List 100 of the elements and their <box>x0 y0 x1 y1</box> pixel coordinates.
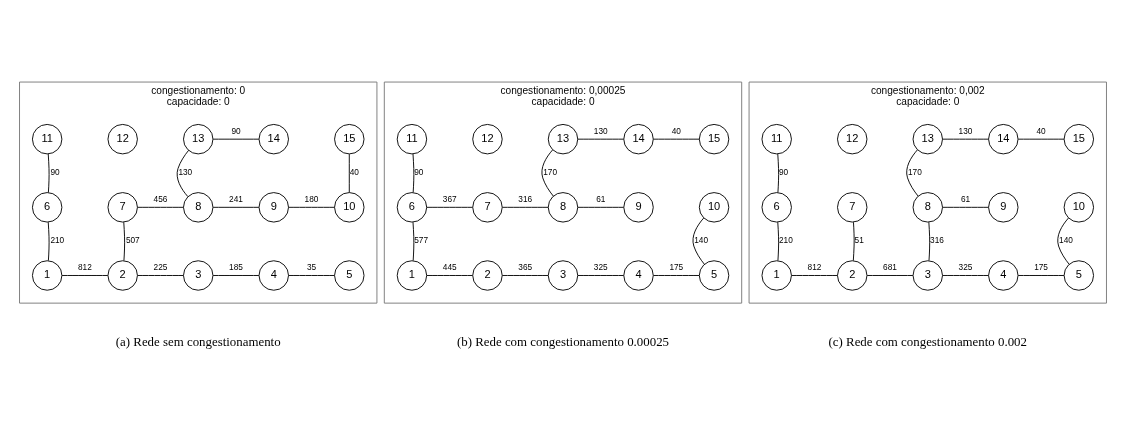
edge-label: 185 <box>229 261 243 272</box>
edge-label: 367 <box>442 193 457 204</box>
connector <box>541 148 554 197</box>
connector <box>942 274 989 276</box>
node-circle: 12 <box>107 123 138 154</box>
node-circle: 7 <box>472 191 503 223</box>
node-circle: 12 <box>837 123 868 154</box>
node-circle: 13 <box>183 123 214 154</box>
connector <box>942 138 989 140</box>
edge-label: 456 <box>153 193 168 204</box>
edge-label: 130 <box>593 125 608 136</box>
label: (c) Rede com congestionamento 0.002 <box>828 334 1027 349</box>
connector <box>288 274 335 276</box>
node-circle: 5 <box>698 259 730 291</box>
connector <box>137 206 184 208</box>
edge-label: 170 <box>907 166 922 177</box>
edge-label: 40 <box>349 166 359 177</box>
node-circle: 1 <box>31 259 63 291</box>
edge-label: 180 <box>304 193 319 204</box>
node-circle: 1 <box>396 259 428 291</box>
edge-label: 316 <box>930 234 944 245</box>
connector <box>47 153 50 193</box>
node-circle: 10 <box>334 191 365 223</box>
connector <box>426 274 474 276</box>
node-circle: 15 <box>334 123 365 154</box>
node-circle: 8 <box>912 191 943 223</box>
edge-label: 35 <box>306 261 317 272</box>
connector <box>61 274 109 276</box>
edge-label: 812 <box>78 261 92 272</box>
node-circle: 2 <box>837 259 868 291</box>
connector <box>412 221 415 261</box>
edge-label: 130 <box>958 125 973 136</box>
edge-label: 681 <box>883 261 897 272</box>
edge-label: 175 <box>669 261 684 272</box>
connector <box>288 206 335 208</box>
node-circle: 9 <box>258 191 289 223</box>
edge-label: 40 <box>671 125 681 136</box>
edge-label: 61 <box>960 193 971 204</box>
node-circle: 6 <box>396 191 428 223</box>
edge-label: 365 <box>518 261 533 272</box>
edge-label: 445 <box>442 261 457 272</box>
edge-label: 225 <box>153 261 168 272</box>
connector <box>123 221 126 261</box>
connector <box>1057 217 1070 265</box>
connector <box>577 274 625 276</box>
edge-label: 90 <box>414 166 424 177</box>
node-circle: 6 <box>31 191 63 223</box>
edge-label: 40 <box>1036 125 1046 136</box>
node-circle: 3 <box>183 259 214 291</box>
edge-label: 325 <box>593 261 608 272</box>
edge-label: 170 <box>543 166 558 177</box>
node-circle: 14 <box>258 123 289 154</box>
node-circle: 14 <box>988 123 1019 154</box>
node-circle: 11 <box>31 123 63 154</box>
label: (b) Rede com congestionamento 0.00025 <box>456 334 670 349</box>
connector <box>577 206 625 208</box>
node-circle: 5 <box>1063 259 1095 291</box>
node-circle: 11 <box>396 123 428 154</box>
node-circle: 3 <box>547 259 579 291</box>
edge-label: 241 <box>229 193 243 204</box>
edge-label: 210 <box>50 234 65 245</box>
connector <box>692 217 705 265</box>
edge-label: 210 <box>779 234 793 245</box>
connector <box>653 274 700 276</box>
connector <box>577 138 625 140</box>
node-circle: 9 <box>988 191 1019 223</box>
connector <box>866 274 914 276</box>
connector <box>852 221 855 261</box>
connector <box>777 221 780 261</box>
edge-label: 90 <box>779 166 789 177</box>
edge-label: 316 <box>518 193 533 204</box>
label: (a) Rede sem congestionamento <box>115 334 281 349</box>
edge-label: 577 <box>414 234 429 245</box>
node-circle: 7 <box>837 191 868 223</box>
connector <box>928 221 931 261</box>
node-circle: 13 <box>547 123 579 154</box>
connector <box>501 206 549 208</box>
connector <box>791 274 838 276</box>
edge-label: 61 <box>596 193 606 204</box>
edge-label: 175 <box>1034 261 1048 272</box>
node-circle: 12 <box>472 123 503 154</box>
connector <box>212 274 260 276</box>
node-circle: 13 <box>912 123 943 154</box>
node-circle: 4 <box>988 259 1019 291</box>
connector <box>426 206 474 208</box>
node-circle: 11 <box>761 123 792 154</box>
edge-label: 140 <box>1059 234 1073 245</box>
connector <box>653 138 700 140</box>
connector <box>501 274 549 276</box>
node-circle: 2 <box>472 259 503 291</box>
node-circle: 15 <box>1063 123 1095 154</box>
node-circle: 15 <box>698 123 730 154</box>
connector <box>1017 274 1065 276</box>
node-circle: 10 <box>1063 191 1095 223</box>
edge-label: 140 <box>694 234 709 245</box>
edge-label: 507 <box>125 234 140 245</box>
node-circle: 9 <box>623 191 654 223</box>
edge-label: 51 <box>854 234 864 245</box>
connector <box>176 149 190 197</box>
node-circle: 6 <box>761 191 792 223</box>
